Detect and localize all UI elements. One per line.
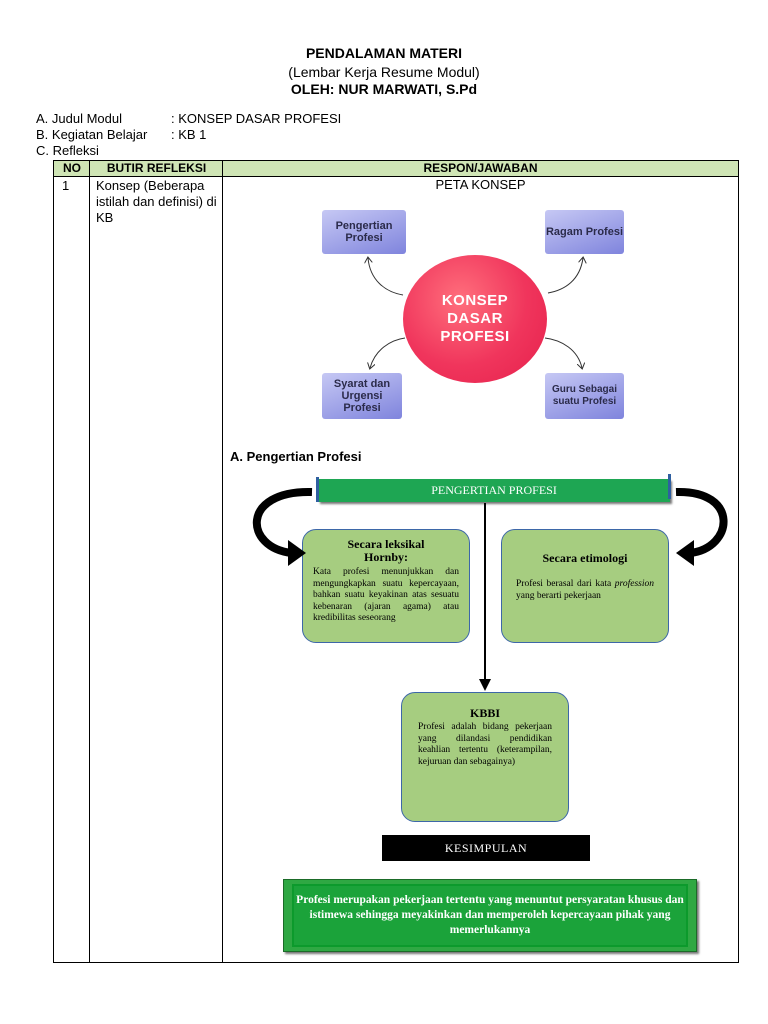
reflection-table: NO BUTIR REFLEKSI RESPON/JAWABAN 1 Konse…: [53, 160, 739, 963]
map-box-syarat: Syarat dan Urgensi Profesi: [322, 373, 402, 419]
kesimpulan-label: KESIMPULAN: [382, 835, 590, 861]
kesimpulan-text: Profesi merupakan pekerjaan tertentu yan…: [292, 884, 688, 947]
map-box-ragam: Ragam Profesi: [545, 210, 624, 254]
info-kegiatan-belajar: B. Kegiatan Belajar : KB 1: [36, 127, 206, 142]
document-author: OLEH: NUR MARWATI, S.Pd: [290, 81, 478, 97]
center-circle-label: KONSEP DASAR PROFESI: [440, 292, 510, 345]
etimologi-title: Secara etimologi: [542, 551, 628, 565]
kbbi-box: KBBI Profesi adalah bidang pekerjaan yan…: [401, 692, 569, 822]
document-subtitle: (Lembar Kerja Resume Modul): [288, 64, 480, 80]
table-header-row: NO BUTIR REFLEKSI RESPON/JAWABAN: [54, 161, 738, 177]
info-kegiatan-value: : KB 1: [171, 127, 207, 142]
kbbi-title: KBBI: [469, 706, 500, 720]
header-respon: RESPON/JAWABAN: [423, 161, 538, 175]
leksikal-text: Kata profesi menunjukkan dan mengungkapk…: [313, 567, 459, 623]
peta-konsep-title: PETA KONSEP: [435, 177, 526, 192]
row1-no: 1: [62, 178, 70, 193]
map-box-guru-label: Guru Sebagai suatu Profesi: [551, 384, 617, 407]
kesimpulan-box: Profesi merupakan pekerjaan tertentu yan…: [283, 879, 697, 952]
etimologi-box: Secara etimologi Profesi berasal dari ka…: [501, 529, 669, 643]
column-divider: [89, 161, 90, 962]
section-a-heading: A. Pengertian Profesi: [230, 449, 362, 464]
header-no: NO: [63, 161, 81, 175]
kbbi-text: Profesi adalah bidang pekerjaan yang dil…: [418, 722, 552, 767]
info-refleksi: C. Refleksi: [36, 143, 99, 158]
map-box-pengertian: Pengertian Profesi: [322, 210, 406, 254]
pengertian-profesi-bar: PENGERTIAN PROFESI: [318, 479, 670, 502]
column-divider: [222, 161, 223, 962]
etimologi-text-1: Profesi berasal dari kata: [516, 579, 612, 589]
info-judul-label: A. Judul Modul: [36, 111, 122, 126]
leksikal-title: Secara leksikal Hornby:: [347, 537, 425, 564]
row1-butir: Konsep (Beberapa istilah dan definisi) d…: [96, 178, 217, 225]
center-circle: KONSEP DASAR PROFESI: [403, 255, 547, 383]
document-title: PENDALAMAN MATERI: [305, 45, 463, 61]
map-box-guru: Guru Sebagai suatu Profesi: [545, 373, 624, 419]
map-box-pengertian-label: Pengertian Profesi: [335, 220, 393, 244]
map-box-ragam-label: Ragam Profesi: [545, 226, 624, 238]
info-kegiatan-label: B. Kegiatan Belajar: [36, 127, 148, 142]
map-box-syarat-label: Syarat dan Urgensi Profesi: [333, 378, 391, 414]
info-judul-value: : KONSEP DASAR PROFESI: [171, 111, 342, 126]
header-butir: BUTIR REFLEKSI: [106, 161, 207, 175]
etimologi-text-2: yang berarti pekerjaan: [516, 590, 601, 601]
etimologi-text: Profesi berasal dari kata profession yan…: [516, 579, 654, 602]
leksikal-box: Secara leksikal Hornby: Kata profesi men…: [302, 529, 470, 643]
etimologi-text-em: profession: [614, 579, 655, 589]
info-judul-modul: A. Judul Modul : KONSEP DASAR PROFESI: [36, 111, 341, 126]
